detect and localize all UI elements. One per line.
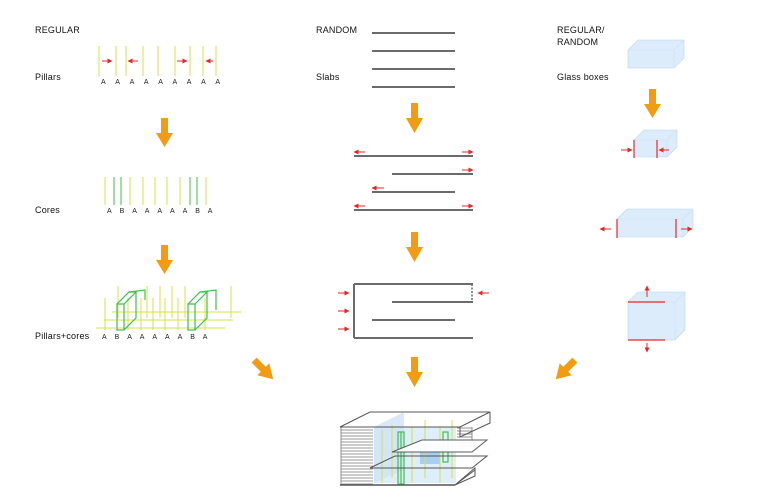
sequence-letter: A — [215, 79, 220, 86]
down-arrow-icon — [411, 103, 418, 119]
converging-arrows — [251, 357, 578, 380]
sequence-letter: B — [190, 334, 195, 341]
down-arrow-icon — [406, 118, 423, 133]
glass-box-3 — [599, 208, 694, 238]
glass-box-1 — [627, 39, 685, 69]
sequence-letter: A — [132, 208, 137, 215]
final-building-diagram — [339, 411, 491, 486]
down-arrow-icon — [406, 247, 423, 262]
glass-box-2 — [621, 129, 678, 158]
sequence-letter: B — [120, 208, 125, 215]
down-arrow-icon — [156, 133, 173, 147]
sequence-letter: A — [145, 208, 150, 215]
sequence-letter: A — [187, 79, 192, 86]
label-glass-boxes: Glass boxes — [557, 72, 609, 82]
sequence-letter: A — [208, 208, 213, 215]
sequence-letter: A — [170, 208, 175, 215]
orange-arrow-right-down — [644, 89, 661, 118]
down-arrow-icon — [644, 104, 661, 118]
sequence-letter: A — [130, 79, 135, 86]
label-pillars-cores: Pillars+cores — [35, 331, 90, 341]
shifted-slabs-diagram — [353, 149, 474, 211]
sequence-letter: A — [183, 208, 188, 215]
sequence-letter: A — [158, 79, 163, 86]
down-arrow-icon — [156, 260, 173, 274]
sequence-letter: A — [203, 334, 208, 341]
sequence-letter: B — [115, 334, 120, 341]
label-cores: Cores — [35, 205, 61, 215]
down-arrow-icon — [161, 245, 168, 261]
sequence-letter: A — [144, 79, 149, 86]
heading-regular-random-line2: RANDOM — [557, 37, 599, 47]
down-arrow-icon — [411, 357, 418, 373]
diagonal-arrow-icon — [555, 357, 578, 380]
heading-regular: REGULAR — [35, 25, 80, 35]
label-pillars: Pillars — [35, 72, 61, 82]
orange-arrows-middle — [406, 103, 423, 387]
closed-slabs-diagram — [338, 283, 489, 339]
down-arrow-icon — [406, 372, 423, 387]
label-slabs: Slabs — [316, 72, 340, 82]
diagonal-arrow-icon — [251, 357, 274, 380]
slabs-diagram — [372, 32, 455, 88]
sequence-letter: A — [173, 79, 178, 86]
heading-random: RANDOM — [316, 25, 358, 35]
orange-arrows-left — [156, 118, 173, 274]
sequence-letter: A — [157, 208, 162, 215]
sequence-letter: A — [107, 208, 112, 215]
down-arrow-icon — [161, 118, 168, 134]
sequence-letter: A — [140, 334, 145, 341]
sequence-letter: A — [115, 79, 120, 86]
glass-box-4 — [627, 285, 686, 353]
sequence-letter: B — [195, 208, 200, 215]
down-arrow-icon — [411, 232, 418, 248]
sequence-letter: A — [101, 79, 106, 86]
sequence-letter: A — [165, 334, 170, 341]
heading-regular-random-line1: REGULAR/ — [557, 25, 605, 35]
down-arrow-icon — [649, 89, 656, 105]
sequence-letter: A — [127, 334, 132, 341]
sequence-letter: A — [201, 79, 206, 86]
sequence-letter: A — [152, 334, 157, 341]
sequence-letter: A — [178, 334, 183, 341]
sequence-letter: A — [102, 334, 107, 341]
